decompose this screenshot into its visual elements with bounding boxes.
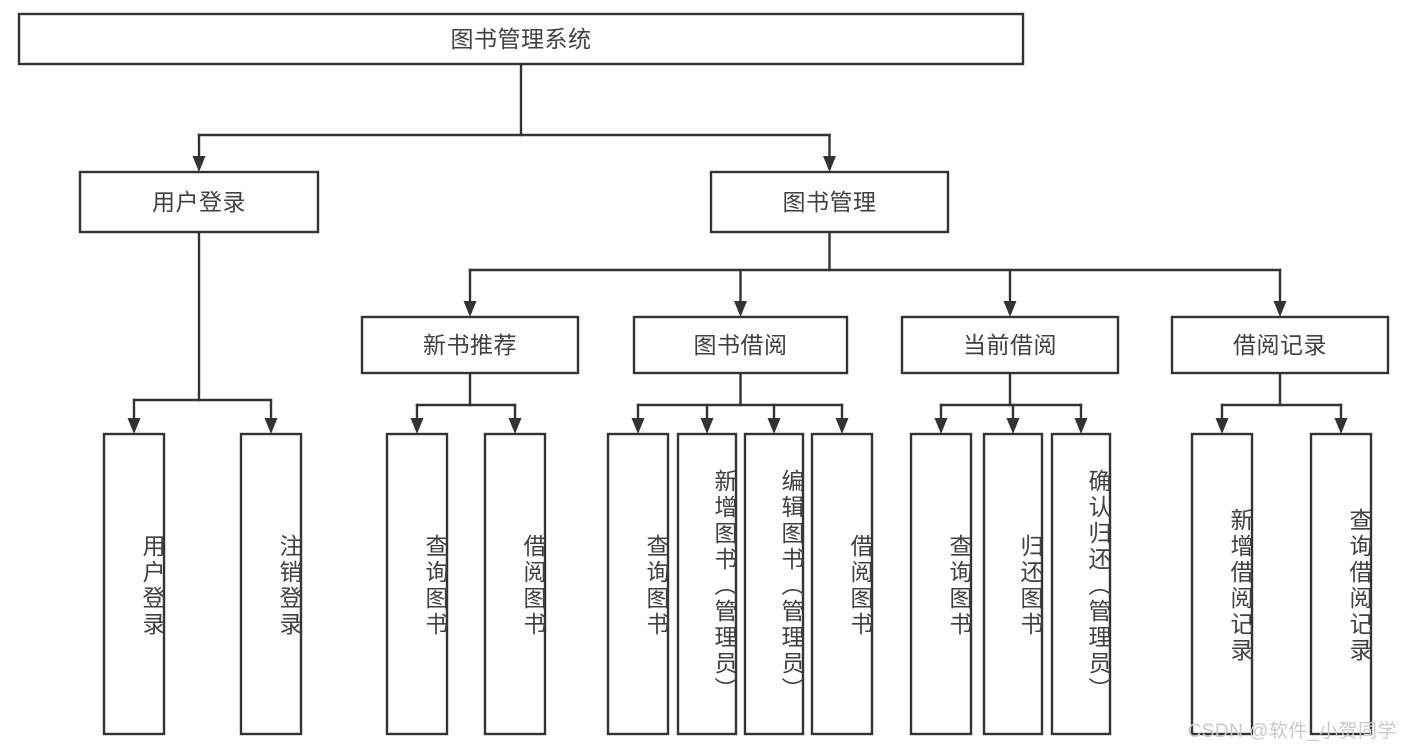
arrow-head-current-borrow bbox=[1003, 301, 1017, 317]
arrow-head-user-login bbox=[192, 156, 206, 172]
arrow-head-leaf-query-book-1 bbox=[410, 418, 424, 434]
arrow-head-leaf-user-login bbox=[127, 418, 141, 434]
node-box-leaf-query-book-3[interactable] bbox=[909, 432, 973, 736]
node-leaf-user-login[interactable] bbox=[104, 434, 164, 734]
connector-layer bbox=[127, 62, 1348, 434]
node-leaf-confirm-return[interactable] bbox=[1052, 434, 1110, 734]
node-box-book-borrow[interactable] bbox=[632, 315, 849, 375]
node-leaf-query-book-3[interactable] bbox=[911, 434, 971, 734]
node-leaf-add-record[interactable] bbox=[1192, 434, 1252, 734]
arrow-head-new-book-recommend bbox=[463, 301, 477, 317]
node-box-leaf-borrow-book-2[interactable] bbox=[810, 432, 874, 736]
node-box-leaf-return-book[interactable] bbox=[982, 432, 1044, 736]
arrow-head-leaf-add-book bbox=[700, 418, 714, 434]
arrow-head-leaf-user-logout bbox=[264, 418, 278, 434]
node-box-leaf-add-book[interactable] bbox=[676, 432, 738, 736]
node-root[interactable] bbox=[19, 14, 1023, 64]
node-box-leaf-user-login[interactable] bbox=[102, 432, 166, 736]
node-leaf-edit-book[interactable] bbox=[745, 434, 803, 734]
node-new-book-recommend[interactable] bbox=[362, 317, 578, 373]
node-leaf-return-book[interactable] bbox=[984, 434, 1042, 734]
node-box-leaf-confirm-return[interactable] bbox=[1050, 432, 1112, 736]
arrow-head-book-manage bbox=[823, 156, 836, 172]
node-box-leaf-edit-book[interactable] bbox=[743, 432, 805, 736]
node-box-leaf-borrow-book-1[interactable] bbox=[483, 432, 547, 736]
node-leaf-borrow-book-2[interactable] bbox=[812, 434, 872, 734]
arrow-head-leaf-edit-book bbox=[767, 418, 781, 434]
node-leaf-query-book-2[interactable] bbox=[608, 434, 668, 734]
node-user-login[interactable] bbox=[80, 172, 318, 232]
node-box-borrow-record[interactable] bbox=[1170, 315, 1390, 375]
node-box-root[interactable] bbox=[17, 12, 1025, 66]
arrow-head-leaf-borrow-book-1 bbox=[508, 418, 522, 434]
node-box-user-login[interactable] bbox=[78, 170, 320, 234]
node-book-manage[interactable] bbox=[711, 172, 948, 232]
node-box-leaf-user-logout[interactable] bbox=[239, 432, 303, 736]
arrow-head-leaf-confirm-return bbox=[1074, 418, 1088, 434]
node-box-leaf-query-book-1[interactable] bbox=[385, 432, 449, 736]
node-current-borrow[interactable] bbox=[902, 317, 1118, 373]
node-borrow-record[interactable] bbox=[1172, 317, 1388, 373]
node-box-book-manage[interactable] bbox=[709, 170, 950, 234]
node-leaf-borrow-book-1[interactable] bbox=[485, 434, 545, 734]
node-leaf-query-record[interactable] bbox=[1311, 434, 1371, 734]
arrow-head-leaf-borrow-book-2 bbox=[835, 418, 849, 434]
csdn-watermark: CSDN @软件_小贺同学 bbox=[1187, 721, 1397, 742]
arrow-head-leaf-add-record bbox=[1215, 418, 1229, 434]
node-leaf-add-book[interactable] bbox=[678, 434, 736, 734]
arrow-head-borrow-record bbox=[1273, 301, 1287, 317]
node-box-new-book-recommend[interactable] bbox=[360, 315, 580, 375]
node-box-leaf-query-book-2[interactable] bbox=[606, 432, 670, 736]
node-leaf-query-book-1[interactable] bbox=[387, 434, 447, 734]
arrow-head-leaf-return-book bbox=[1006, 418, 1020, 434]
node-box-leaf-query-record[interactable] bbox=[1309, 432, 1373, 736]
arrow-head-leaf-query-record bbox=[1334, 418, 1348, 434]
node-box-leaf-add-record[interactable] bbox=[1190, 432, 1254, 736]
node-leaf-user-logout[interactable] bbox=[241, 434, 301, 734]
node-book-borrow[interactable] bbox=[634, 317, 847, 373]
node-box-current-borrow[interactable] bbox=[900, 315, 1120, 375]
node-shape-layer bbox=[17, 12, 1390, 736]
arrow-head-book-borrow bbox=[734, 301, 747, 317]
arrow-head-leaf-query-book-3 bbox=[934, 418, 948, 434]
arrow-head-leaf-query-book-2 bbox=[631, 418, 645, 434]
